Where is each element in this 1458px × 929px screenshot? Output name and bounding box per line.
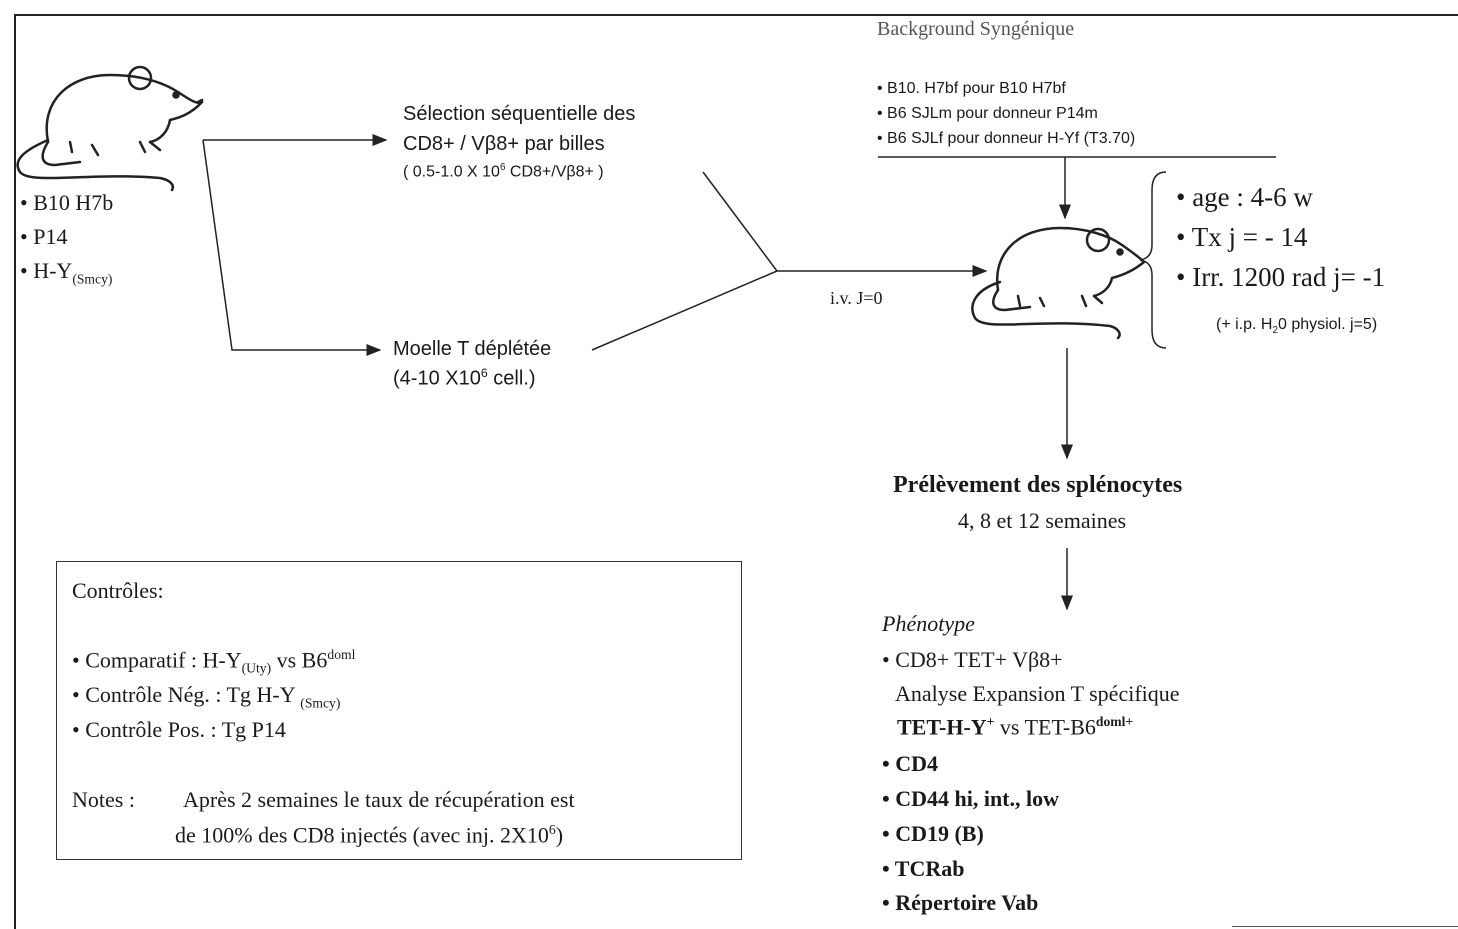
selection-phenotype: CD8+/Vβ8+ ) — [505, 163, 604, 181]
notes-line-2: de 100% des CD8 injectés (avec inj. 2X10… — [175, 822, 563, 848]
donor-strain-hy: • H-Y(Smcy) — [20, 254, 113, 296]
marrow-exponent: 6 — [480, 366, 488, 380]
recipient-condition-label: age : 4-6 w — [1192, 182, 1313, 212]
notes-line-2-exponent: 6 — [548, 822, 556, 837]
marrow-merge-line — [591, 270, 778, 351]
phenotype-item-cd19: • CD19 (B) — [882, 821, 984, 846]
selection-exponent: 6 — [499, 162, 506, 173]
phenotype-item-cd44: • CD44 hi, int., low — [882, 786, 1059, 811]
harvest-title: Prélèvement des splénocytes — [893, 472, 1183, 498]
frame-bottom-border — [1232, 926, 1458, 927]
phenotype-line-3: TET-H-Y+ vs TET-B6doml+ — [897, 714, 1133, 740]
recipient-age: • age : 4-6 w — [1176, 182, 1313, 213]
frame-left-border — [14, 14, 16, 929]
control-positif: • Contrôle Pos. : Tg P14 — [72, 717, 286, 742]
tetramer-b6: vs TET-B6 — [994, 714, 1096, 740]
recipient-mouse-icon — [971, 226, 1146, 340]
donor-strain-label: B10 H7b — [33, 190, 114, 215]
notes-line-2-suffix: ) — [555, 822, 564, 848]
control-comparatif-superscript: doml — [327, 647, 356, 662]
control-comparatif: • Comparatif : H-Y(Uty) vs B6doml — [72, 647, 355, 677]
notes-label: Notes : — [72, 787, 135, 812]
tetramer-hy-superscript: + — [986, 714, 995, 729]
bullet: • — [1176, 222, 1186, 252]
marrow-unit: cell.) — [487, 367, 536, 390]
marrow-line-2: (4-10 X106 cell.) — [393, 366, 536, 391]
phenotype-item-repertoire: • Répertoire Vab — [882, 890, 1039, 915]
donor-strain-subscript: (Smcy) — [72, 271, 113, 287]
recipient-note-prefix: (+ i.p. H — [1216, 316, 1273, 333]
notes-line-2-text: de 100% des CD8 injectés (avec inj. 2X10 — [175, 822, 549, 848]
background-item-2: • B6 SJLm pour donneur P14m — [877, 105, 1098, 122]
selection-count: ( 0.5-1.0 X 10 — [403, 163, 500, 181]
recipient-irradiation: • Irr. 1200 rad j= -1 — [1176, 262, 1385, 293]
selection-merge-line — [702, 171, 778, 272]
donor-strain-list: • B10 H7b • P14 • H-Y(Smcy) — [20, 186, 113, 296]
selection-line-2: CD8+ / Vβ8+ par billes — [403, 133, 605, 155]
controls-title: Contrôles: — [72, 578, 164, 603]
recipient-condition-label: Irr. 1200 rad j= -1 — [1192, 262, 1386, 292]
harvest-subtitle: 4, 8 et 12 semaines — [958, 508, 1127, 533]
marrow-line-1: Moelle T déplétée — [393, 338, 552, 360]
arrow-to-marrow — [202, 139, 382, 356]
selection-line-1: Sélection séquentielle des — [403, 103, 636, 125]
tetramer-b6-superscript: doml+ — [1095, 714, 1134, 729]
donor-strain-p14: • P14 — [20, 220, 113, 254]
donor-mouse-icon — [16, 65, 204, 192]
tetramer-hy: TET-H-Y — [897, 714, 987, 740]
phenotype-line-2: Analyse Expansion T spécifique — [895, 681, 1180, 706]
notes-line-1: Après 2 semaines le taux de récupération… — [183, 787, 575, 812]
recipient-note-subscript: 2 — [1272, 325, 1278, 337]
injection-label: i.v. J=0 — [830, 288, 883, 308]
bullet: • — [20, 258, 28, 283]
control-negatif: • Contrôle Nég. : Tg H-Y (Smcy) — [72, 682, 340, 711]
recipient-tx: • Tx j = - 14 — [1176, 222, 1307, 253]
control-comparatif-subscript: (Uty) — [241, 660, 272, 676]
background-item-3: • B6 SJLf pour donneur H-Yf (T3.70) — [877, 130, 1136, 147]
frame-top-border — [14, 14, 1458, 16]
control-negatif-label: • Contrôle Nég. : Tg H-Y — [72, 682, 301, 707]
recipient-condition-label: Tx j = - 14 — [1191, 222, 1308, 252]
recipient-note-suffix: 0 physiol. j=5) — [1277, 316, 1378, 333]
control-comparatif-vs: vs B6 — [271, 647, 328, 673]
phenotype-line-1: • CD8+ TET+ Vβ8+ — [882, 647, 1063, 672]
phenotype-item-cd4: • CD4 — [882, 751, 938, 776]
background-title: Background Syngénique — [877, 18, 1075, 40]
bullet: • — [20, 224, 28, 249]
control-negatif-subscript: (Smcy) — [300, 695, 341, 711]
controls-box: Contrôles: • Comparatif : H-Y(Uty) vs B6… — [56, 561, 742, 860]
marrow-count: (4-10 X10 — [393, 367, 481, 390]
phenotype-item-tcrab: • TCRab — [882, 856, 965, 881]
background-item-1: • B10. H7bf pour B10 H7bf — [877, 80, 1066, 97]
recipient-note: (+ i.p. H20 physiol. j=5) — [1216, 316, 1377, 336]
phenotype-title: Phénotype — [882, 611, 975, 636]
bullet: • — [1176, 262, 1186, 292]
control-comparatif-label: • Comparatif : H-Y — [72, 647, 242, 673]
bullet: • — [20, 190, 28, 215]
donor-strain-label: H-Y — [33, 258, 73, 283]
recipient-brace — [1139, 171, 1167, 349]
selection-line-3: ( 0.5-1.0 X 106 CD8+/Vβ8+ ) — [403, 162, 604, 181]
bullet: • — [1176, 182, 1186, 212]
donor-strain-label: P14 — [33, 224, 68, 249]
donor-strain-b10: • B10 H7b — [20, 186, 113, 220]
